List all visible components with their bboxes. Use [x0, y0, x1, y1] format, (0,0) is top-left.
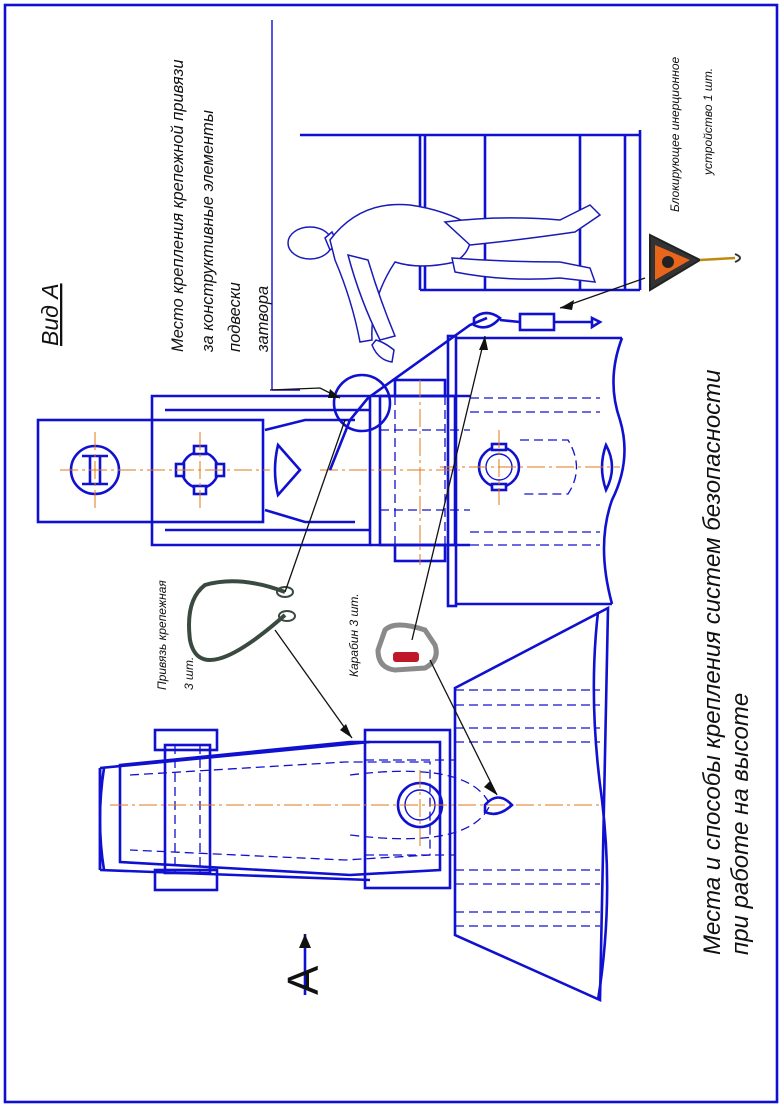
mount-point-circle: [332, 373, 392, 433]
worker-figure: [287, 203, 602, 363]
safety-rope: [328, 316, 488, 471]
main-title-line1: Места и способы крепления систем безопас…: [699, 369, 726, 955]
lower-view: [98, 605, 610, 1002]
sheet-frame: [3, 3, 779, 1104]
device-label-line2: устройство 1 шт.: [701, 68, 715, 176]
upper-view-shaft: [440, 334, 626, 608]
mount-label-line4: затвора: [254, 286, 272, 353]
main-title-line2: при работе на высоте: [727, 693, 754, 955]
view-marker-letter: A: [279, 965, 328, 995]
mount-label-line3: подвески: [226, 282, 244, 352]
sling-illustration: [187, 579, 296, 662]
carabiner-illustration: [375, 622, 439, 673]
device-label-line1: Блокирующее инерционное: [668, 57, 682, 213]
sling-label-line1: Привязь крепежная: [155, 580, 169, 690]
inertial-device-illustration: [649, 233, 741, 292]
sling-label-line2: 3 шт.: [182, 657, 196, 690]
mount-label-line1: Место крепления крепежной привязи: [169, 59, 187, 352]
carabiner-label: Карабин 3 шт.: [347, 593, 361, 677]
mount-label-line2: за конструктивные элементы: [199, 110, 217, 353]
leader-lines: [269, 277, 646, 796]
anchor-hardware: [472, 311, 603, 332]
upper-view-support: [36, 378, 470, 565]
view-arrow-a: [299, 934, 311, 995]
view-title: Вид А: [37, 283, 63, 346]
